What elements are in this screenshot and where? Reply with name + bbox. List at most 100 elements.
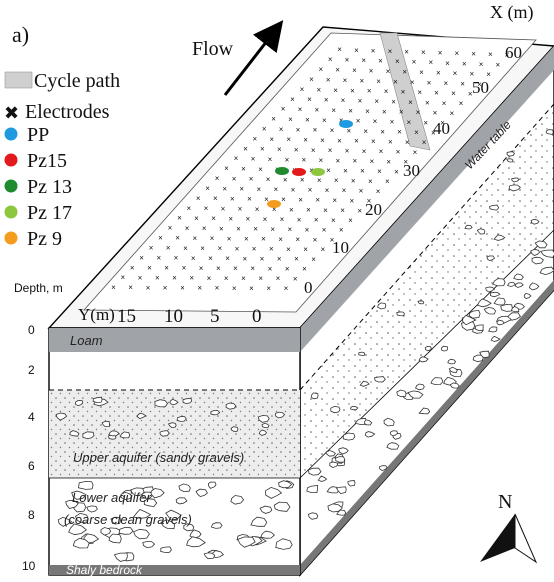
electrode-icon: × bbox=[440, 119, 445, 128]
electrode-icon: × bbox=[311, 255, 316, 264]
gravel-pebble bbox=[490, 335, 501, 342]
cycle-path bbox=[379, 32, 431, 151]
electrode-icon: × bbox=[459, 99, 464, 108]
gravel-pebble bbox=[350, 405, 359, 411]
electrode-icon: × bbox=[468, 90, 473, 99]
gravel-pebble bbox=[230, 495, 245, 505]
layer-label-bedrock: Shaly bedrock bbox=[66, 563, 143, 577]
electrode-icon: × bbox=[339, 116, 344, 125]
x-tick-0: 0 bbox=[304, 278, 313, 297]
electrode-icon: × bbox=[213, 194, 218, 203]
gravel-pebble bbox=[347, 480, 356, 487]
electrode-icon: × bbox=[322, 226, 327, 235]
layer-label-lower-aquifer-2: (coarse clean gravels) bbox=[64, 512, 192, 527]
gravel-pebble bbox=[71, 490, 87, 500]
gravel-pebble bbox=[530, 248, 540, 256]
electrode-icon: × bbox=[210, 234, 215, 243]
gravel-pebble bbox=[488, 326, 498, 333]
electrode-icon: × bbox=[314, 106, 319, 115]
gravel-pebble bbox=[462, 314, 477, 326]
electrode-icon: × bbox=[373, 117, 378, 126]
gravel-pebble bbox=[514, 282, 524, 288]
electrode-icon: × bbox=[285, 155, 290, 164]
electrode-icon: × bbox=[488, 50, 493, 59]
electrode-icon: × bbox=[243, 144, 248, 153]
legend-pz9-dot bbox=[4, 231, 18, 245]
gravel-pebble bbox=[530, 218, 540, 225]
gravel-pebble bbox=[386, 442, 400, 450]
electrode-icon: × bbox=[495, 60, 500, 69]
gravel-pebble bbox=[307, 467, 322, 476]
electrode-icon: × bbox=[252, 134, 257, 143]
gravel-pebble bbox=[210, 409, 221, 416]
electrode-icon: × bbox=[417, 88, 422, 97]
electrode-icon: × bbox=[298, 105, 303, 114]
survey-area-frame bbox=[83, 32, 537, 313]
electrode-icon: × bbox=[335, 66, 340, 75]
gravel-pebble bbox=[539, 266, 554, 276]
legend-electrode-cross-icon: ✖ bbox=[4, 103, 19, 123]
electrode-icon: × bbox=[388, 137, 393, 146]
gravel-pebble bbox=[511, 177, 520, 183]
gravel-pebble bbox=[496, 319, 505, 326]
gravel-pebble bbox=[448, 366, 458, 373]
electrode-icon: × bbox=[239, 185, 244, 194]
electrode-icon: × bbox=[294, 145, 299, 154]
electrode-icon: × bbox=[245, 215, 250, 224]
electrode-icon: × bbox=[270, 225, 275, 234]
electrode-icon: × bbox=[309, 75, 314, 84]
electrode-icon: × bbox=[414, 128, 419, 137]
gravel-pebble bbox=[383, 417, 395, 427]
electrode-icon: × bbox=[331, 216, 336, 225]
electrode-icon: × bbox=[331, 106, 336, 115]
gravel-pebble bbox=[317, 475, 328, 482]
gravel-pebble bbox=[57, 516, 73, 527]
electrode-icon: × bbox=[315, 196, 320, 205]
gravel-pebble bbox=[415, 383, 425, 391]
electrode-icon: × bbox=[233, 264, 238, 273]
gravel-pebble bbox=[354, 417, 367, 425]
electrode-icon: × bbox=[185, 224, 190, 233]
electrode-icon: × bbox=[317, 176, 322, 185]
electrode-icon: × bbox=[305, 115, 310, 124]
electrode-icon: × bbox=[244, 235, 249, 244]
electrode-icon: × bbox=[264, 195, 269, 204]
electrode-icon: × bbox=[297, 215, 302, 224]
electrode-icon: × bbox=[238, 205, 243, 214]
electrode-icon: × bbox=[204, 204, 209, 213]
gravel-pebble bbox=[508, 184, 521, 192]
electrode-icon: × bbox=[260, 254, 265, 263]
electrode-icon: × bbox=[232, 284, 237, 293]
electrode-icon: × bbox=[368, 177, 373, 186]
electrode-icon: × bbox=[177, 214, 182, 223]
electrode-icon: × bbox=[303, 245, 308, 254]
gravel-pebble bbox=[260, 530, 276, 539]
electrode-icon: × bbox=[301, 156, 306, 165]
gravel-pebble bbox=[189, 529, 202, 539]
front-loam-layer bbox=[49, 328, 300, 352]
electrode-icon: × bbox=[250, 264, 255, 273]
electrode-icon: × bbox=[356, 117, 361, 126]
depth-tick-2: 2 bbox=[28, 363, 35, 377]
electrode-icon: × bbox=[386, 157, 391, 166]
electrode-icon: × bbox=[276, 274, 281, 283]
electrode-icon: × bbox=[337, 45, 342, 54]
electrode-icon: × bbox=[258, 165, 263, 174]
electrode-icon: × bbox=[390, 118, 395, 127]
electrode-icon: × bbox=[505, 51, 510, 60]
electrode-icon: × bbox=[166, 244, 171, 253]
gravel-pebble bbox=[133, 528, 150, 540]
electrode-icon: × bbox=[290, 95, 295, 104]
gravel-pebble bbox=[306, 485, 319, 493]
electrode-icon: × bbox=[224, 164, 229, 173]
electrode-icon: × bbox=[268, 155, 273, 164]
gravel-pebble bbox=[143, 498, 158, 508]
gravel-pebble bbox=[483, 306, 497, 315]
electrode-icon: × bbox=[352, 157, 357, 166]
gravel-pebble bbox=[141, 491, 153, 499]
electrode-icon: × bbox=[268, 264, 273, 273]
gravel-pebble bbox=[169, 398, 179, 406]
electrode-icon: × bbox=[369, 157, 374, 166]
electrode-icon: × bbox=[305, 225, 310, 234]
electrode-icon: × bbox=[374, 97, 379, 106]
